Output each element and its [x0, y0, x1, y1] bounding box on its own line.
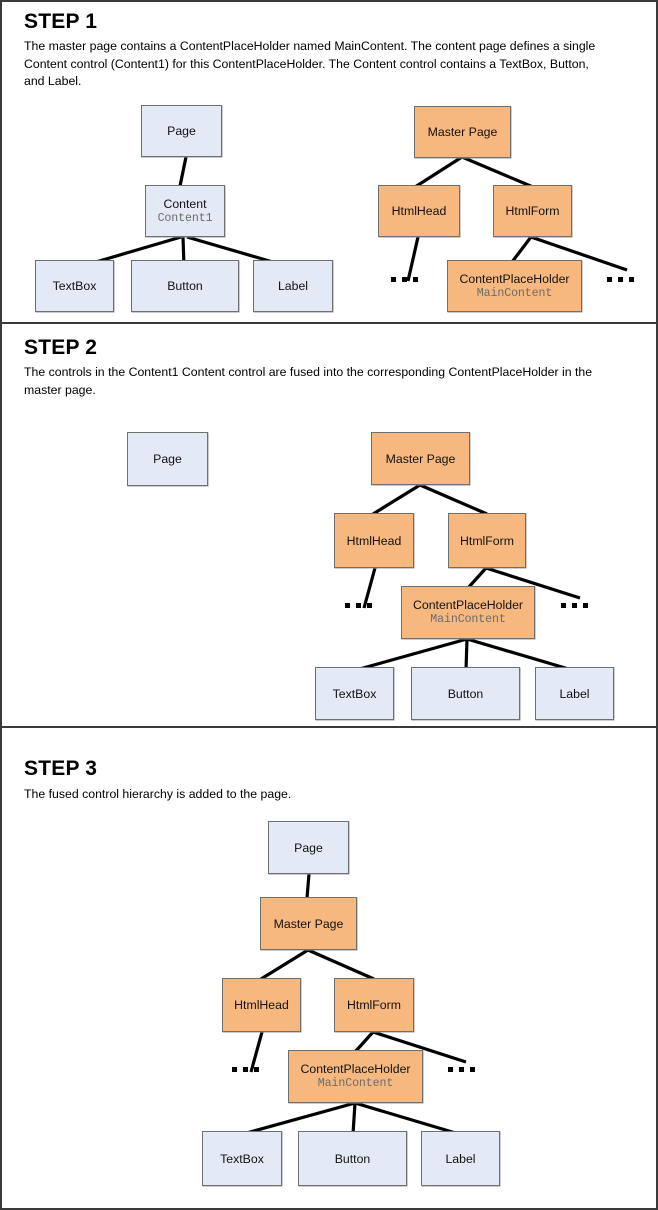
node-page-step2[interactable]: Page — [127, 432, 208, 486]
step-3-description: The fused control hierarchy is added to … — [24, 787, 292, 801]
node-label: ContentPlaceHolder — [300, 1062, 411, 1076]
node-button-step3[interactable]: Button — [298, 1131, 407, 1186]
node-label: TextBox — [220, 1151, 264, 1166]
step-2-description: The controls in the Content1 Content con… — [24, 365, 593, 397]
node-label: HtmlForm — [505, 204, 560, 218]
step-2-title: STEP 2 — [24, 336, 98, 359]
ellipsis-icon-step3-left — [232, 1067, 259, 1072]
node-htmlhead-step1[interactable]: HtmlHead — [378, 185, 460, 237]
node-htmlhead-step3[interactable]: HtmlHead — [222, 978, 301, 1032]
node-htmlform-step2[interactable]: HtmlForm — [448, 513, 526, 568]
node-htmlform-step1[interactable]: HtmlForm — [493, 185, 572, 237]
node-label: Page — [167, 124, 196, 138]
node-textbox-step2[interactable]: TextBox — [315, 667, 394, 720]
node-contentplaceholder-step2[interactable]: ContentPlaceHolder MainContent — [401, 586, 535, 639]
node-sub-label: MainContent — [317, 1077, 394, 1090]
ellipsis-icon-step2-left — [345, 603, 372, 608]
node-label: HtmlForm — [347, 998, 401, 1012]
node-contentplaceholder-step3[interactable]: ContentPlaceHolder MainContent — [288, 1050, 423, 1103]
ellipsis-icon-step3-right — [448, 1067, 475, 1072]
frame-border-bottom — [0, 1208, 658, 1210]
step-1-description: The master page contains a ContentPlaceH… — [24, 39, 596, 88]
node-label-step2[interactable]: Label — [535, 667, 614, 720]
node-button-step1[interactable]: Button — [131, 260, 239, 312]
ellipsis-icon-step2-right — [561, 603, 588, 608]
step-3-title: STEP 3 — [24, 757, 98, 780]
node-label: Label — [559, 686, 590, 701]
node-label: Page — [294, 840, 323, 855]
node-master-page-step3[interactable]: Master Page — [260, 897, 357, 950]
node-sub-label: MainContent — [430, 613, 506, 626]
node-page-step3[interactable]: Page — [268, 821, 349, 874]
node-label: Label — [277, 279, 309, 293]
node-label: TextBox — [52, 279, 97, 293]
node-button-step2[interactable]: Button — [411, 667, 520, 720]
node-master-page-step1[interactable]: Master Page — [414, 106, 511, 158]
frame-border-right — [656, 0, 658, 1210]
node-master-page-step2[interactable]: Master Page — [371, 432, 470, 485]
node-label: HtmlHead — [234, 998, 289, 1012]
step-1-title: STEP 1 — [24, 10, 98, 33]
frame-border-left — [0, 0, 2, 1210]
node-sub-label: MainContent — [476, 286, 553, 300]
node-label: Master Page — [427, 125, 498, 139]
ellipsis-icon-step1-left — [391, 277, 418, 282]
node-label-step3[interactable]: Label — [421, 1131, 500, 1186]
node-label: Content — [163, 196, 207, 211]
node-page-step1[interactable]: Page — [141, 105, 222, 157]
node-label: Button — [167, 279, 203, 293]
node-label: Master Page — [385, 451, 456, 466]
node-label: ContentPlaceHolder — [412, 598, 524, 612]
node-label: Label — [445, 1151, 476, 1166]
node-htmlhead-step2[interactable]: HtmlHead — [334, 513, 414, 568]
node-label: Master Page — [273, 916, 344, 931]
node-label: HtmlForm — [460, 533, 514, 548]
section-divider-1 — [0, 322, 658, 324]
node-label-step1[interactable]: Label — [253, 260, 333, 312]
node-sub-label: Content1 — [157, 211, 213, 225]
node-contentplaceholder-step1[interactable]: ContentPlaceHolder MainContent — [447, 260, 582, 312]
node-content-step1[interactable]: Content Content1 — [145, 185, 225, 237]
node-label: TextBox — [332, 686, 377, 701]
node-textbox-step1[interactable]: TextBox — [35, 260, 114, 312]
node-htmlform-step3[interactable]: HtmlForm — [334, 978, 414, 1032]
node-textbox-step3[interactable]: TextBox — [202, 1131, 282, 1186]
node-label: Button — [447, 686, 484, 701]
node-label: Page — [153, 452, 182, 466]
node-label: Button — [334, 1151, 371, 1166]
frame-border-top — [0, 0, 658, 2]
ellipsis-icon-step1-right — [607, 277, 634, 282]
node-label: HtmlHead — [391, 204, 447, 218]
node-label: ContentPlaceHolder — [459, 271, 570, 286]
section-divider-2 — [0, 726, 658, 728]
node-label: HtmlHead — [346, 533, 402, 548]
